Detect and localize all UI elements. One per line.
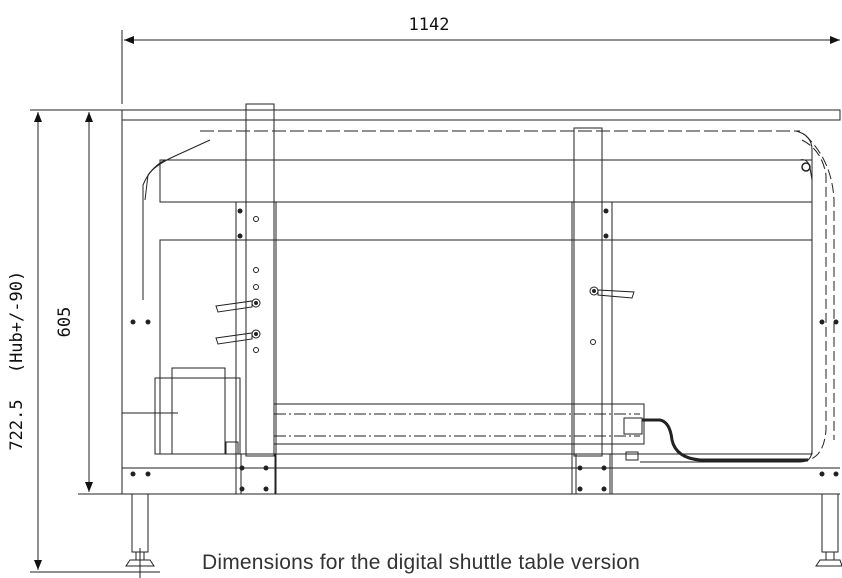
total-height-label: 722.5 [7,399,27,450]
total-height-dimension [30,109,160,573]
stroke-note-label: (Hub+/-90) [7,271,27,373]
shuttle-rail [273,403,808,462]
left-column-levers [215,300,253,345]
bolts [130,208,839,492]
right-leg [815,493,842,567]
drive-unit [122,367,241,455]
frame-height-label: 605 [55,307,75,338]
figure-caption: Dimensions for the digital shuttle table… [202,551,640,574]
width-label: 1142 [409,15,450,35]
width-dimension [121,30,840,104]
left-column [235,103,277,495]
table-frame [121,109,841,495]
frame-height-dimension [78,112,125,495]
right-column [571,127,635,495]
left-leg [125,493,155,578]
